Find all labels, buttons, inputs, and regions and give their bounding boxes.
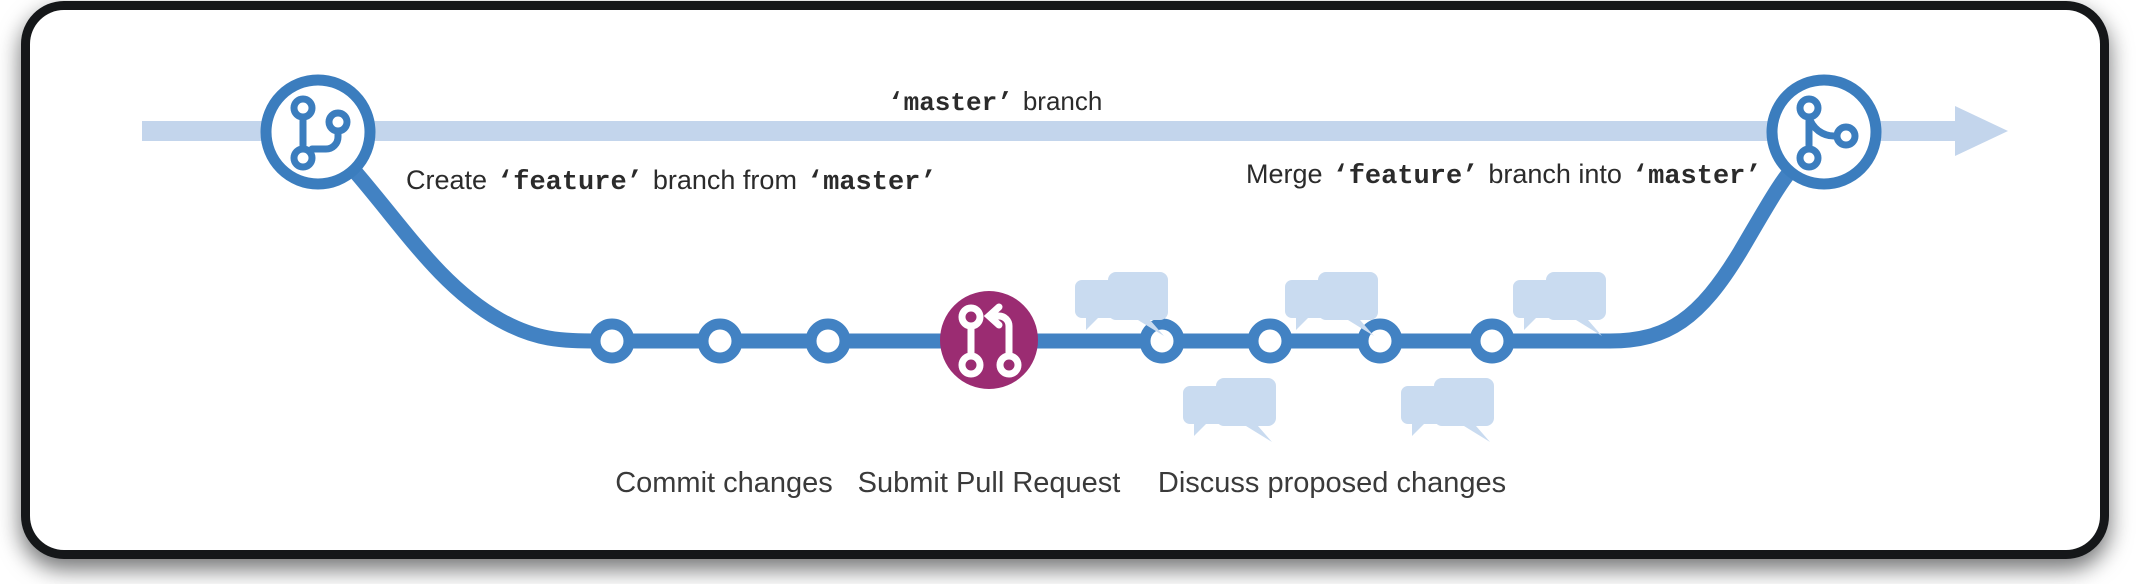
speech-bubble-icon (1075, 272, 1168, 336)
create-label-part2: branch from (653, 165, 797, 195)
caption-commit-changes: Commit changes (615, 467, 833, 499)
branch-point-node[interactable] (260, 74, 376, 190)
pull-request-node[interactable] (940, 291, 1038, 389)
merge-point-node[interactable] (1766, 74, 1882, 190)
commit-dot (805, 318, 851, 364)
create-label-quoted2: ‘master’ (807, 168, 937, 198)
merge-branch-label: Merge ‘feature’ branch into ‘master’ (1246, 159, 1762, 192)
commit-dot-group-right (1139, 318, 1515, 364)
create-label-part1: Create (406, 165, 487, 195)
git-pull-request-icon (958, 303, 1022, 378)
svg-text:‘master’branch: ‘master’ branch (888, 86, 1102, 118)
caption-discuss-proposed-changes: Discuss proposed changes (1158, 467, 1506, 499)
create-branch-label: Create ‘feature’ branch from ‘master’ (406, 165, 937, 198)
commit-dot (1247, 318, 1293, 364)
merge-label-quoted2: ‘master’ (1632, 162, 1762, 192)
svg-text:Create‘feature’branch from‘mas: Create ‘feature’ branch from ‘master’ (406, 165, 937, 198)
merge-label-part1: Merge (1246, 159, 1323, 189)
speech-bubble-icon (1183, 378, 1276, 442)
master-band (142, 121, 1960, 141)
speech-bubble-icon (1513, 272, 1606, 336)
commit-dot (1357, 318, 1403, 364)
master-branch-line (142, 106, 2008, 156)
create-label-quoted1: ‘feature’ (497, 168, 643, 198)
merge-label-quoted1: ‘feature’ (1333, 162, 1479, 192)
commit-dot (1469, 318, 1515, 364)
commit-dot (1139, 318, 1185, 364)
arrow-right-icon (1955, 106, 2008, 156)
commit-dot (697, 318, 743, 364)
speech-bubble-icon (1285, 272, 1378, 336)
svg-text:Merge‘feature’branch into‘mast: Merge ‘feature’ branch into ‘master’ (1246, 159, 1762, 192)
caption-submit-pull-request: Submit Pull Request (858, 467, 1121, 499)
branch-node-circle (260, 74, 376, 190)
pull-request-circle (940, 291, 1038, 389)
master-branch-label: ‘master’ branch (888, 86, 1102, 118)
merge-label-part2: branch into (1488, 159, 1622, 189)
master-label-suffix: branch (1023, 86, 1103, 116)
master-label-quoted: ‘master’ (888, 88, 1013, 118)
git-merge-icon (1796, 95, 1859, 171)
diagram-card (30, 10, 2100, 550)
commit-dot (589, 318, 635, 364)
commit-dot-group-left (589, 318, 851, 364)
git-branch-icon (290, 95, 351, 171)
speech-bubble-icon (1401, 378, 1494, 442)
